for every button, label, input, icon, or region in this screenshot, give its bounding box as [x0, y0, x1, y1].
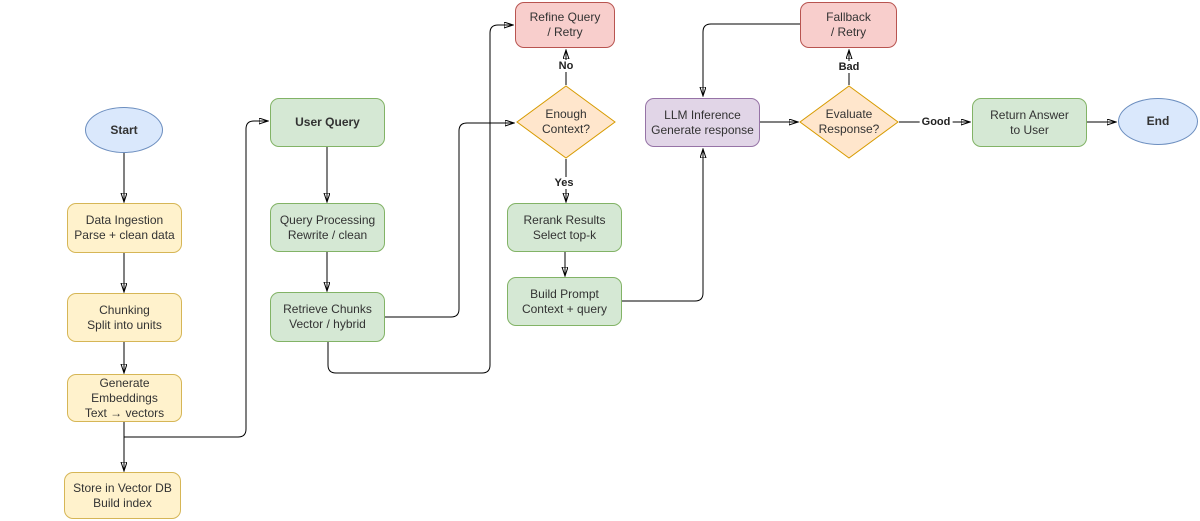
node-generate-embeddings: Generate Embeddings Text → vectors: [67, 374, 182, 422]
node-label: Rerank Results: [523, 212, 606, 227]
node-sublabel: / Retry: [547, 25, 583, 39]
edge-label-good: Good: [919, 116, 953, 128]
edge-label-yes: Yes: [552, 177, 576, 189]
edge-build-prompt-to-llm: [622, 149, 703, 302]
node-label: Query Processing: [279, 212, 376, 227]
node-label: Start: [110, 122, 138, 137]
node-sublabel: Build index: [93, 495, 152, 510]
node-llm-inference: LLM Inference Generate response: [645, 98, 760, 147]
node-sublabel: Response?: [818, 122, 880, 136]
node-enough-context: Enough Context?: [516, 85, 616, 159]
node-retrieve-chunks: Retrieve Chunks Vector / hybrid: [270, 292, 385, 342]
node-rerank-results: Rerank Results Select top-k: [507, 203, 622, 252]
node-start: Start: [85, 107, 163, 153]
node-label: Store in Vector DB: [73, 480, 172, 495]
node-label: Chunking: [99, 302, 150, 317]
node-fallback: Fallback / Retry: [800, 2, 897, 48]
node-sublabel: Generate response: [651, 122, 754, 137]
node-data-ingestion: Data Ingestion Parse + clean data: [67, 203, 182, 253]
node-label: Fallback: [826, 10, 871, 24]
node-label: Refine Query: [529, 10, 601, 24]
node-sublabel: Rewrite / clean: [287, 227, 368, 242]
node-return-answer: Return Answer to User: [972, 98, 1087, 147]
node-sublabel: Context?: [541, 122, 591, 136]
edge-retrieve-chunks-to-enough-context: [385, 123, 514, 318]
node-sublabel: Split into units: [87, 317, 162, 332]
node-label: LLM Inference: [664, 107, 741, 122]
node-end: End: [1118, 98, 1198, 145]
node-sublabel: Context + query: [521, 301, 608, 316]
node-text: Enough Context?: [542, 107, 590, 137]
node-label: Return Answer: [990, 107, 1069, 122]
edge-label-bad: Bad: [836, 61, 862, 73]
edge-label-no: No: [556, 60, 576, 72]
node-sublabel: / Retry: [830, 25, 867, 39]
node-sublabel: Parse + clean data: [74, 228, 175, 242]
node-evaluate-response: Evaluate Response?: [799, 85, 899, 159]
node-text: Evaluate Response?: [819, 107, 880, 137]
node-sublabel: Vector / hybrid: [289, 317, 366, 331]
node-user-query: User Query: [270, 98, 385, 147]
node-label: End: [1146, 114, 1170, 128]
node-sublabel: Text → vectors: [84, 405, 165, 420]
edge-embeddings-branch-to-user-query: [124, 121, 268, 438]
diamond-shape: [799, 85, 899, 159]
node-label: Data Ingestion: [85, 213, 164, 227]
node-refine-query: Refine Query / Retry: [515, 2, 615, 48]
node-store-vector-db: Store in Vector DB Build index: [64, 472, 181, 519]
node-label: Generate Embeddings: [91, 375, 158, 405]
node-label: User Query: [295, 115, 360, 129]
node-label: Evaluate: [825, 107, 873, 121]
node-label: Enough: [545, 107, 587, 121]
node-query-processing: Query Processing Rewrite / clean: [270, 203, 385, 252]
edge-retrieve-chunks-to-refine-query: [327, 25, 513, 374]
node-label: Build Prompt: [530, 286, 599, 301]
node-sublabel: to User: [1010, 122, 1049, 137]
node-sublabel: Select top-k: [532, 227, 597, 242]
node-build-prompt: Build Prompt Context + query: [507, 277, 622, 326]
edge-fallback-to-llm: [703, 23, 800, 96]
node-chunking: Chunking Split into units: [67, 293, 182, 342]
diamond-shape: [516, 85, 616, 159]
node-label: Retrieve Chunks: [283, 302, 372, 316]
